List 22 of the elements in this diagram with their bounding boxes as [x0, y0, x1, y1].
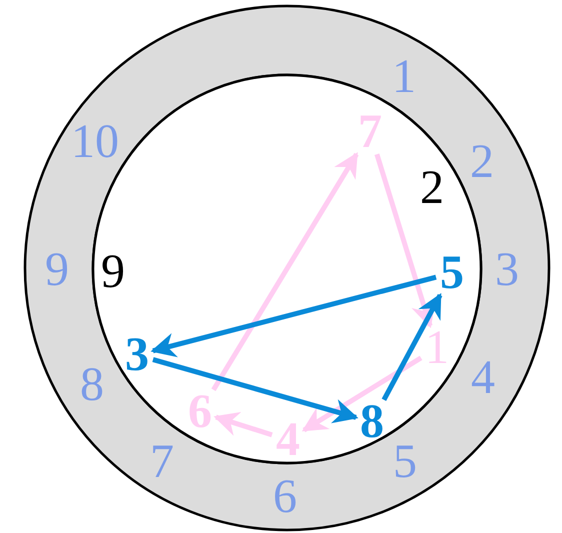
dial-number: 3: [494, 246, 520, 294]
step-number: 5: [439, 249, 465, 297]
dial-number: 4: [470, 354, 496, 402]
dial-number: 7: [149, 438, 175, 486]
arrow: [152, 357, 358, 424]
arrow: [211, 152, 359, 392]
arrow: [214, 412, 273, 438]
dial-number: 10: [70, 118, 120, 166]
dial-number: 8: [79, 361, 105, 409]
dial-number: 1: [391, 53, 417, 101]
arrow: [382, 293, 442, 401]
step-number: 3: [124, 331, 150, 379]
arrow: [302, 356, 422, 432]
arrow: [374, 153, 436, 328]
dial-number: 5: [392, 438, 418, 486]
dial-number: 9: [100, 248, 126, 296]
dial-number: 9: [44, 246, 70, 294]
dial-number: 6: [272, 473, 298, 521]
arrow: [150, 274, 437, 358]
step-number: 8: [359, 398, 385, 446]
dial-number: 2: [469, 138, 495, 186]
dial-number: 2: [419, 164, 445, 212]
